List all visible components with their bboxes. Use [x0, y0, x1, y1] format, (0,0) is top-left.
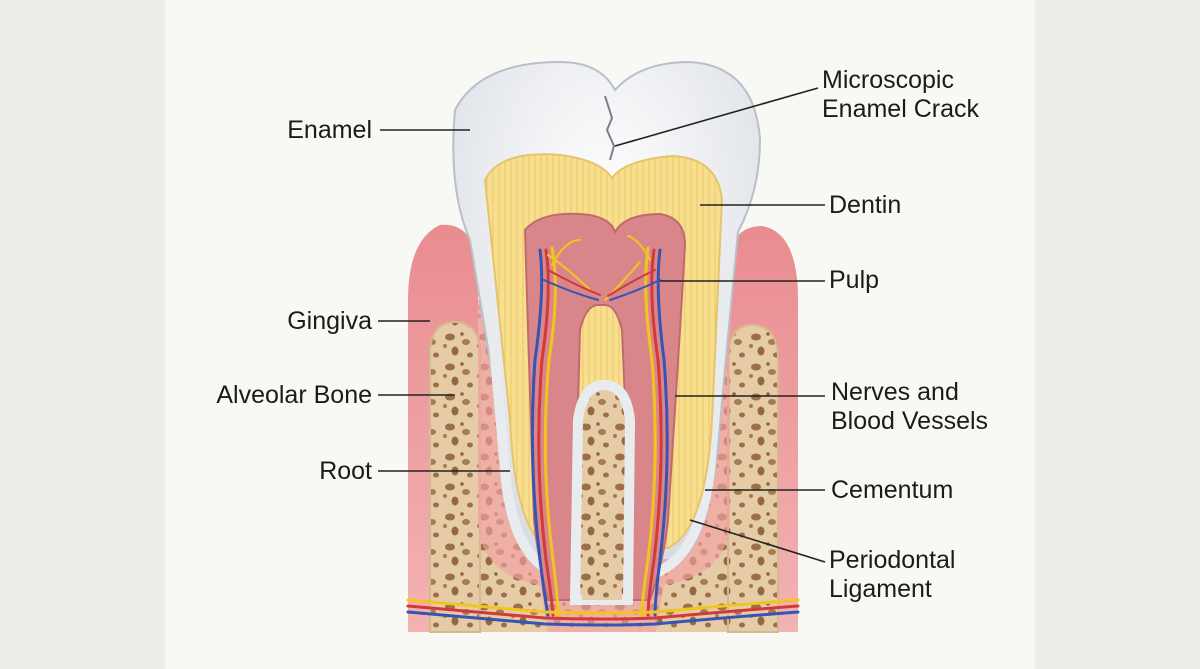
bone-socket-right	[727, 323, 779, 633]
enamel-crack	[604, 95, 616, 161]
label-crack-line1: Microscopic	[822, 66, 954, 94]
label-crack-line2: Enamel Crack	[822, 95, 979, 123]
label-pdl-line2: Ligament	[829, 575, 932, 603]
label-nerves-line2: Blood Vessels	[831, 407, 989, 435]
bone-socket-left	[429, 320, 481, 633]
label-alveolar-bone: Alveolar Bone	[216, 381, 372, 409]
label-gingiva: Gingiva	[287, 307, 372, 335]
leader-lines	[378, 87, 826, 563]
leader-crack	[614, 87, 819, 147]
label-root: Root	[319, 457, 372, 485]
label-enamel: Enamel	[287, 116, 372, 144]
leader-pdl	[689, 519, 826, 563]
label-pdl-line1: Periodontal	[829, 546, 956, 574]
label-microscopic-enamel-crack: Microscopic Enamel Crack	[822, 66, 979, 124]
label-nerves-and-blood-vessels: Nerves and Blood Vessels	[831, 378, 988, 436]
label-nerves-line1: Nerves and	[831, 378, 959, 406]
label-periodontal-ligament: Periodontal Ligament	[829, 546, 955, 604]
nerves-and-vessels	[406, 235, 800, 627]
label-pulp: Pulp	[829, 266, 880, 294]
label-dentin: Dentin	[829, 191, 902, 219]
label-cementum: Cementum	[831, 476, 954, 504]
interradicular-bone-inner	[582, 395, 624, 600]
